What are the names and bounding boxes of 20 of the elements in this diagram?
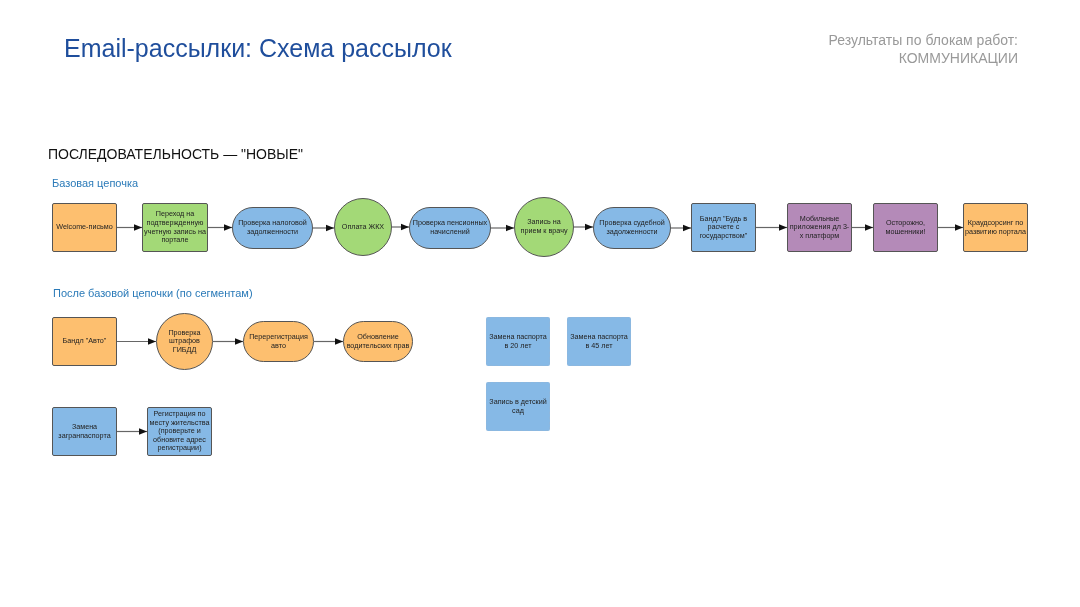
arrow (313, 338, 344, 345)
arrow (116, 338, 157, 345)
arrow (116, 428, 148, 435)
arrow (851, 224, 874, 231)
arrow (212, 338, 244, 345)
header-note: КОММУНИКАЦИИ (897, 50, 1018, 66)
arrow (937, 224, 964, 231)
arrow (755, 224, 788, 231)
arrow (670, 224, 692, 232)
arrow (573, 223, 594, 231)
subsection-heading: После базовой цепочки (по сегментам) (53, 287, 253, 299)
arrow (207, 224, 233, 231)
arrow (312, 224, 335, 232)
header-note: Результаты по блокам работ: (827, 32, 1018, 48)
arrow (391, 223, 410, 231)
subsection-heading: Базовая цепочка (52, 177, 139, 189)
section-heading: ПОСЛЕДОВАТЕЛЬНОСТЬ — "НОВЫЕ" (48, 146, 304, 162)
title: Email-рассылки: Схема рассылок (64, 34, 452, 63)
arrow (490, 224, 515, 232)
arrow (116, 224, 143, 231)
